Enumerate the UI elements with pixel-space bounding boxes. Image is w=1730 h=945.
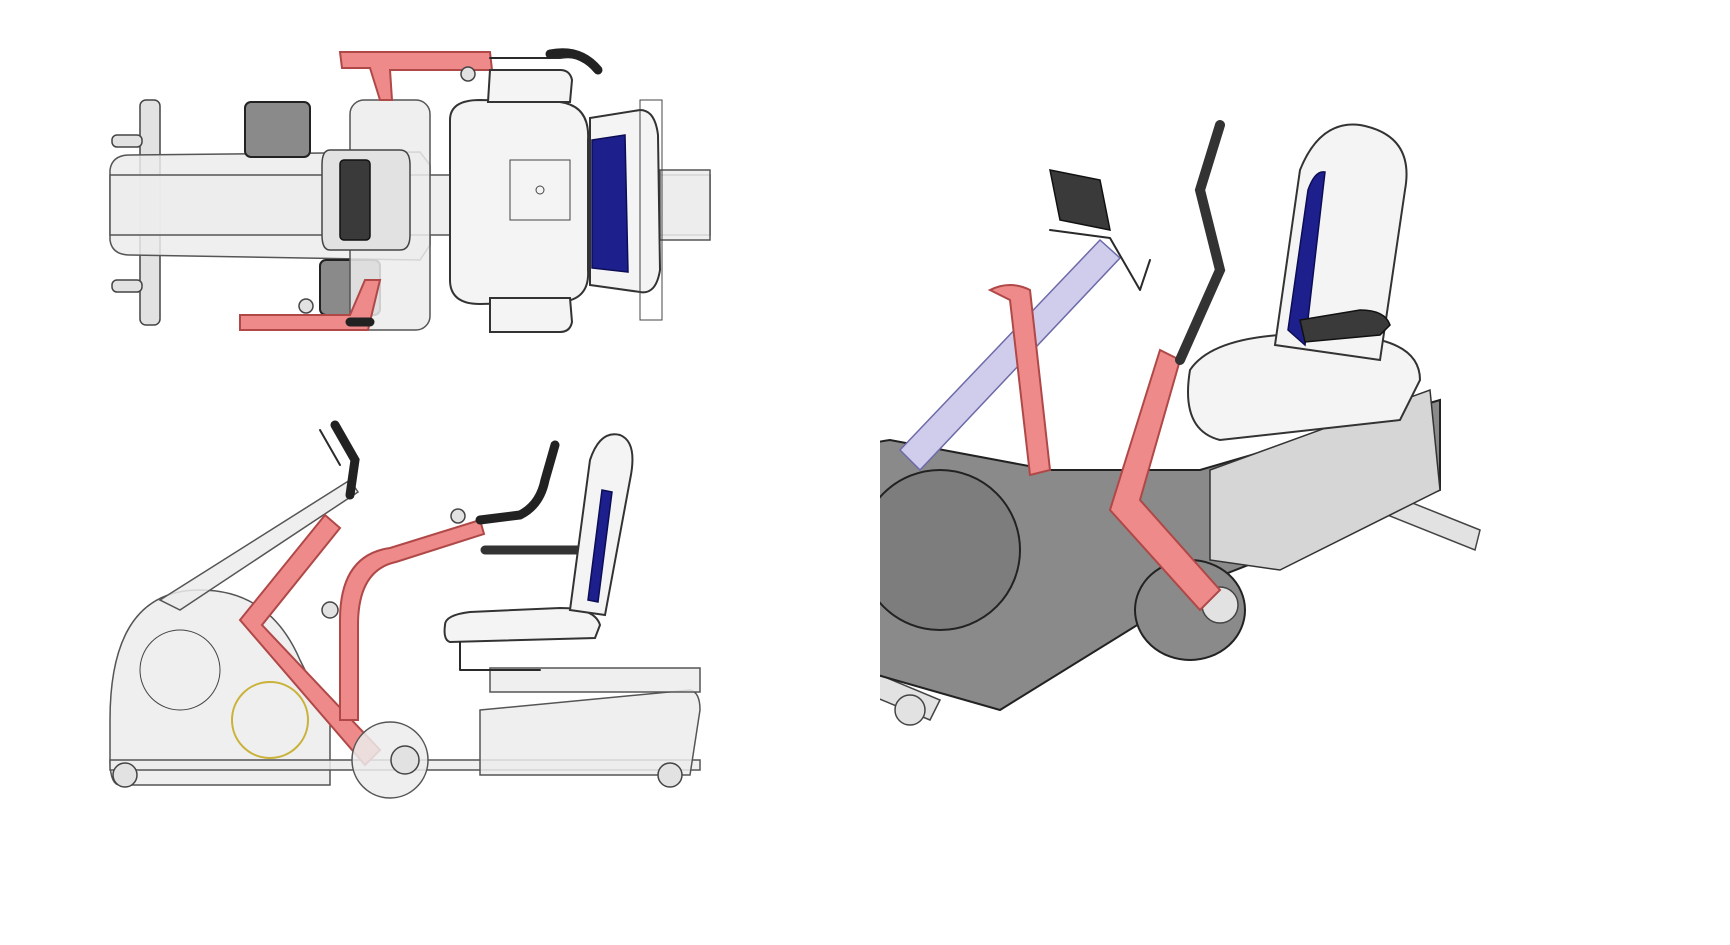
arm-lever-lower	[239, 279, 382, 331]
side-view-drawing	[100, 420, 800, 900]
front-wheel-side	[112, 762, 138, 788]
rear-stabilizer-bar	[639, 99, 663, 321]
console-display-iso	[1049, 169, 1111, 231]
pedal-left	[244, 101, 311, 158]
backrest-accent-top	[591, 134, 629, 273]
armrest-upper	[486, 69, 574, 103]
backrest-accent-iso	[1287, 171, 1326, 347]
seat-post-side	[459, 641, 541, 671]
backrest-accent-side	[587, 489, 613, 603]
pivot-side	[321, 601, 339, 619]
seat-slide-rail	[489, 667, 701, 693]
handle-shaft-side	[319, 429, 341, 466]
console-display-top	[339, 159, 371, 241]
isometric-view-svg	[880, 120, 1481, 726]
seat-frame-arm-side	[339, 518, 486, 721]
drive-pulley	[231, 681, 309, 759]
rear-handle-grip-side	[475, 440, 560, 525]
belt-guard-iso	[898, 238, 1122, 472]
upper-knob	[460, 66, 476, 82]
seat-cushion-iso	[1187, 333, 1422, 442]
lower-knob	[298, 298, 314, 314]
adjust-knob-side	[450, 508, 466, 524]
front-wheel-iso-2	[894, 694, 926, 726]
handle-grip-side	[330, 420, 360, 500]
armrest-lower	[489, 297, 574, 333]
seat-cushion-side	[443, 606, 602, 644]
seat-cushion-top	[449, 98, 590, 306]
crank-hub-side	[390, 745, 420, 775]
rear-housing-side	[479, 689, 701, 776]
flywheel-cover-iso	[880, 469, 1021, 631]
top-view-svg	[109, 48, 711, 333]
rear-rail-end	[659, 169, 711, 241]
upper-handle-grip	[545, 48, 603, 75]
belt-guard-side	[158, 478, 360, 611]
top-view-drawing	[100, 40, 820, 390]
handle-grip-iso	[1175, 120, 1226, 365]
seat-mount-plate	[509, 159, 571, 221]
side-view-svg	[109, 420, 701, 799]
flywheel-disc	[139, 629, 221, 711]
console-handlebar-iso	[1049, 229, 1151, 291]
isometric-view-drawing	[880, 110, 1680, 830]
rear-foot-side	[657, 762, 683, 788]
front-wheel-right	[111, 279, 143, 293]
frame-arm-iso	[987, 284, 1052, 477]
armrest-iso	[1299, 309, 1391, 343]
crank-disc-side	[351, 721, 429, 799]
seat-center-bolt	[535, 185, 545, 195]
front-wheel-left	[111, 134, 143, 148]
